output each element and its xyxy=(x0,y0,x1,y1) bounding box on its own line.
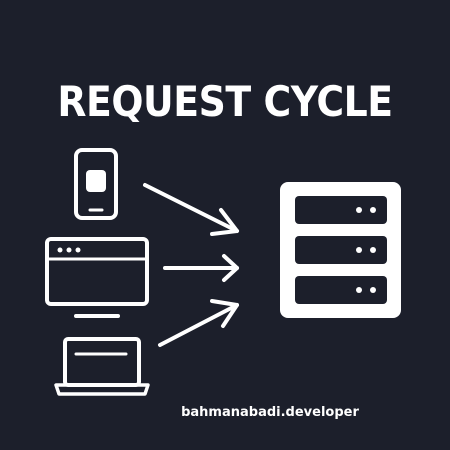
diagram-title: REQUEST CYCLE xyxy=(57,77,393,126)
author-handle: bahmanabadi.developer xyxy=(181,405,359,420)
smartphone-icon xyxy=(74,148,118,220)
server-unit-3 xyxy=(295,276,387,304)
desktop-monitor-icon xyxy=(45,237,149,318)
server-rack-icon xyxy=(280,182,401,318)
server-unit-1 xyxy=(295,196,387,224)
arrow-desktop-to-server xyxy=(163,254,239,282)
laptop-icon xyxy=(54,337,150,396)
arrow-laptop-to-server xyxy=(158,299,239,347)
server-unit-2 xyxy=(295,236,387,264)
arrow-phone-to-server xyxy=(143,183,239,236)
